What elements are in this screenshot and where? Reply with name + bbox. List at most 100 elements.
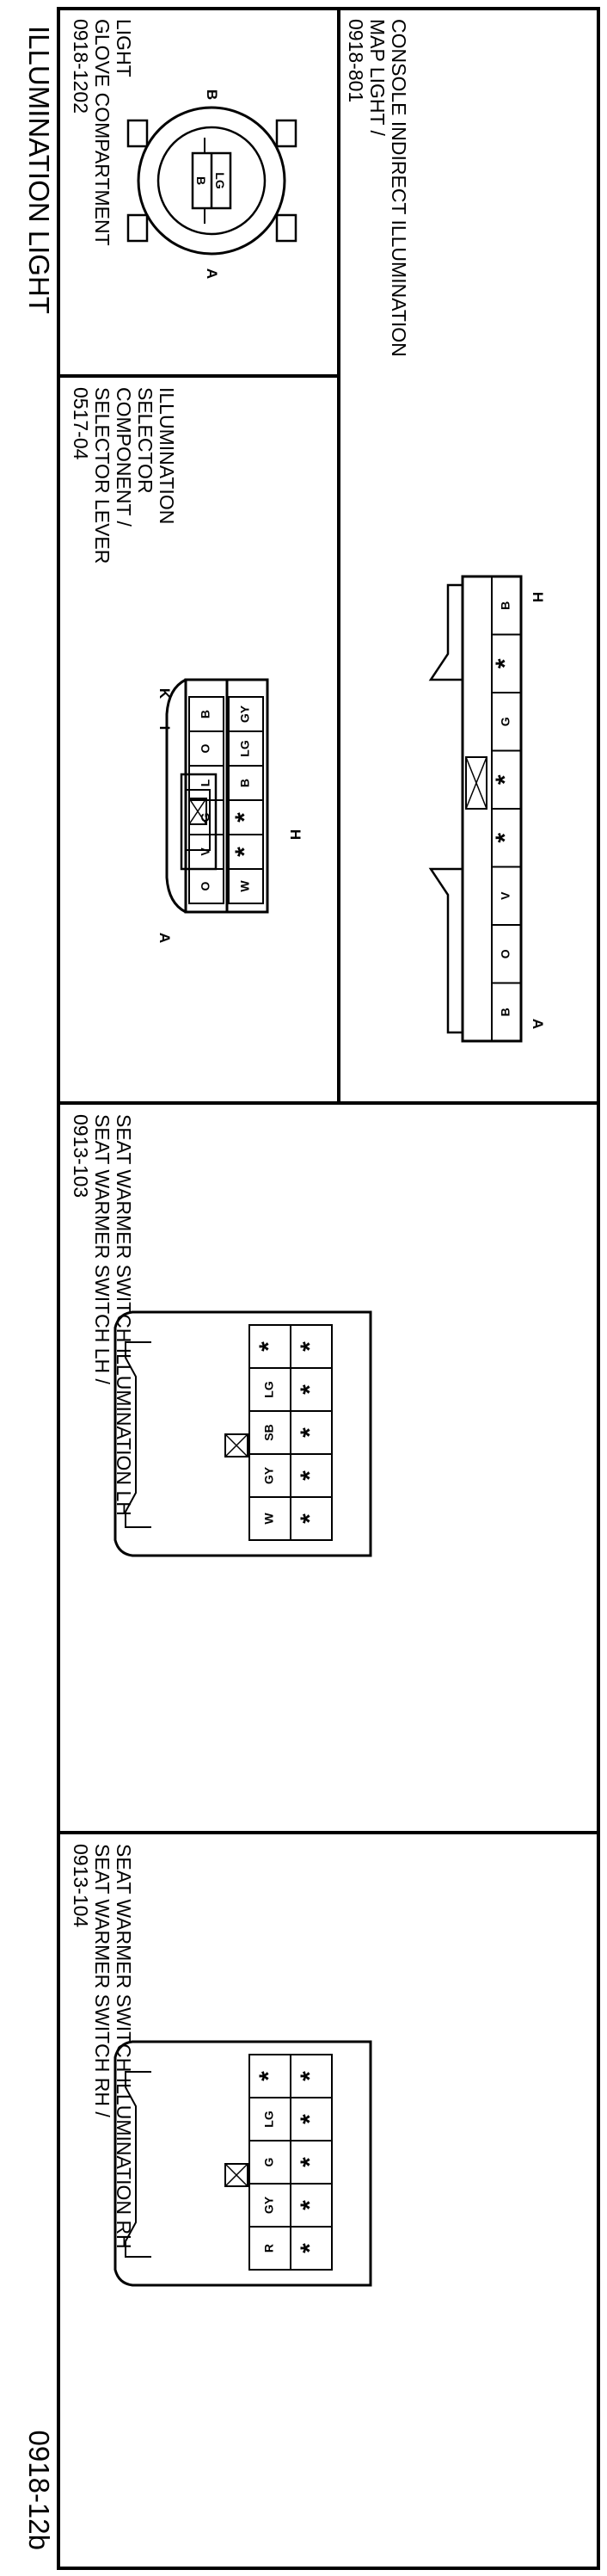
pin-label: O (499, 949, 512, 958)
connector-code: 0918-1202 (70, 19, 92, 114)
pin-label: GY (262, 2196, 276, 2214)
keyway-cross (188, 798, 207, 825)
connector-code: 0913-103 (70, 1114, 92, 1198)
pin-label: O (199, 743, 212, 753)
connector-0517-04: 0517-04 SELECTOR LEVER COMPONENT / SELEC… (70, 387, 304, 943)
connector-name-line: SEAT WARMER SWITCH RH / (91, 1844, 113, 2117)
connector-housing (113, 1310, 372, 1557)
pin-label: G (262, 2157, 276, 2166)
connector-outer-ring (137, 106, 286, 256)
pin-label: * (491, 658, 519, 669)
pin-label: G (499, 717, 512, 726)
connector-name-line: COMPONENT / (113, 387, 135, 527)
keyway-cross (224, 2163, 248, 2187)
pin-label: * (491, 774, 519, 785)
pin-label: * (230, 812, 259, 823)
keyway-box (224, 1433, 248, 1457)
pin-label: V (199, 847, 212, 856)
housing-step (125, 1341, 151, 1528)
pin-row-top: ***** (296, 2071, 324, 2253)
pin-label: B (238, 779, 252, 787)
pin-label: R (262, 2244, 276, 2252)
connector-housing-curve (165, 678, 187, 914)
housing-step (125, 2071, 151, 2258)
connector-code: 0918-801 (345, 19, 367, 102)
connector-code: 0913-104 (70, 1844, 92, 1927)
connector-name-line: ILLUMINATION (156, 387, 178, 524)
pin-row-bottom: * LG SB GY W (254, 1341, 283, 1525)
pin-label: LG (262, 2111, 276, 2128)
pin-label: LG (213, 172, 227, 189)
pin-label: * (296, 2157, 324, 2167)
connector-name-line: MAP LIGHT / (366, 19, 389, 137)
connector-latch-inner (185, 789, 211, 851)
pin-label: * (230, 847, 259, 857)
end-label: H (287, 829, 304, 840)
pin-label: O (199, 881, 212, 891)
pin-label: V (499, 891, 512, 900)
pin-cell (248, 1496, 291, 1541)
pin-label: * (296, 2200, 324, 2210)
latch-tab-right (275, 213, 297, 243)
connector-name-line: LIGHT (113, 19, 135, 77)
pin-label: * (254, 1341, 283, 1352)
keyway-box (188, 798, 207, 825)
end-label: A (156, 933, 173, 943)
pin-label: * (296, 1341, 324, 1352)
pin-label: * (296, 1470, 324, 1481)
end-label: K (156, 688, 173, 699)
connector-name-line: GLOVE COMPARTMENT (91, 19, 113, 246)
pin-label: LG (262, 1381, 276, 1398)
housing-step-left (428, 583, 463, 681)
pin-label: W (262, 1513, 276, 1525)
latch-tab-left (275, 119, 297, 148)
pin-cell (248, 2226, 291, 2271)
pin-label: * (296, 1513, 324, 1524)
connector-housing (113, 2040, 372, 2287)
pin-label: B (499, 1008, 512, 1016)
pin-label: LG (238, 740, 252, 757)
end-label: B (204, 89, 220, 100)
pin-row-bottom: * LG G GY R (254, 2071, 283, 2252)
pin-grid (491, 576, 522, 1042)
pin-label: * (254, 2071, 283, 2081)
latch-tab-right (126, 213, 149, 243)
outer-border (57, 7, 600, 2570)
connector-0918-801: 0918-801 MAP LIGHT / CONSOLE INDIRECT IL… (345, 19, 546, 1043)
connector-code: 0517-04 (70, 387, 92, 460)
connector-name-line: SELECTOR LEVER (91, 387, 113, 564)
pin-label: SB (262, 1424, 276, 1440)
latch-tab-left (126, 119, 149, 148)
keyway-cross (465, 756, 487, 810)
pin-label: B (499, 601, 512, 610)
pin-row-top: B * G * * V O B (491, 601, 519, 1017)
connector-body (428, 575, 523, 1043)
connector-name-line: CONSOLE INDIRECT ILLUMINATION (388, 19, 410, 357)
keyway-box (465, 756, 487, 810)
end-label: A (204, 268, 220, 279)
pin-grid (188, 696, 264, 904)
connector-inner-ring (156, 126, 267, 236)
end-label: H (530, 592, 546, 602)
pin-label: * (491, 833, 519, 843)
connector-name-line: SEAT WARMER SWITCH LH / (91, 1114, 113, 1385)
connector-0918-1202: 0918-1202 GLOVE COMPARTMENT LIGHT B LG B… (70, 19, 297, 279)
pin-label: GY (262, 1466, 276, 1484)
pin-label: * (296, 1427, 324, 1438)
pin-cell (188, 868, 224, 904)
page-title: ILLUMINATION LIGHT (23, 26, 55, 314)
page-number: 0918-12b (23, 2431, 55, 2550)
connector-body (165, 678, 269, 914)
connector-0913-103: 0913-103 SEAT WARMER SWITCH LH / SEAT WA… (70, 1114, 372, 1557)
pin-label: * (296, 2071, 324, 2081)
connector-name-line: SELECTOR (134, 387, 156, 494)
connector-0913-104: 0913-104 SEAT WARMER SWITCH RH / SEAT WA… (70, 1844, 372, 2287)
frame-lines (57, 7, 600, 2570)
pin-label: * (296, 1384, 324, 1395)
pin-label: * (296, 2114, 324, 2124)
